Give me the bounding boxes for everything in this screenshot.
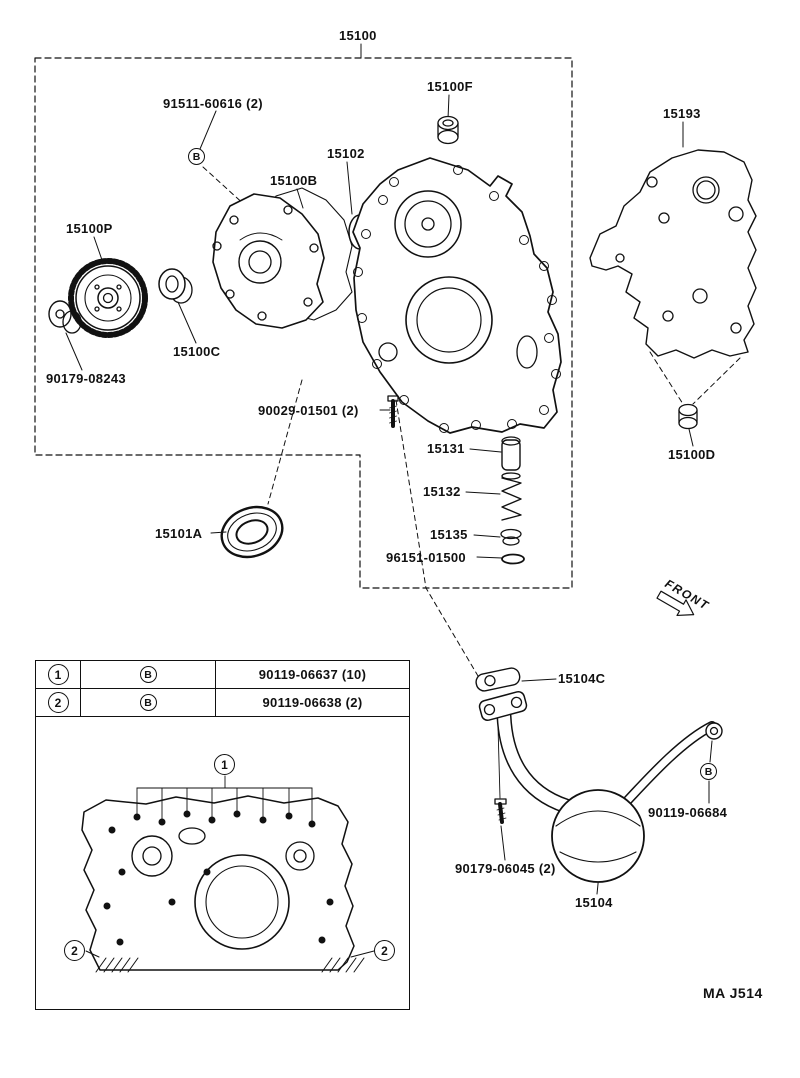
circled-2-symbol: 2 [47, 692, 69, 713]
bushing-15100c-art [158, 268, 193, 304]
callout-91511-60616: 91511-60616 (2) [163, 96, 263, 111]
circled-2-callout: 2 [64, 940, 85, 961]
callout-15104: 15104 [575, 895, 613, 910]
callout-15104c: 15104C [558, 671, 606, 686]
callout-96151-01500: 96151-01500 [386, 550, 466, 565]
callout-15100c: 15100C [173, 344, 221, 359]
page-code: MA J514 [703, 985, 763, 1001]
callout-15102: 15102 [327, 146, 365, 161]
oil-seal-15101a-art [220, 505, 284, 559]
fastener-part-number: 90119-06638 (2) [262, 695, 363, 710]
circled-b-symbol: B [139, 666, 157, 683]
front-arrow: FRONT [656, 576, 712, 617]
fastener-num-cell: 2 [36, 689, 81, 716]
callout-90179-06045: 90179-06045 (2) [455, 861, 556, 876]
callout-15100: 15100 [339, 28, 377, 43]
callout-15100b: 15100B [270, 173, 318, 188]
relief-valve-art [500, 436, 525, 565]
fastener-symbol-cell: B [81, 689, 216, 716]
plug-15100d-art [678, 403, 698, 430]
water-pump-art [212, 187, 353, 329]
callout-15100d: 15100D [668, 447, 716, 462]
fastener-table-row: 1 B 90119-06637 (10) [36, 661, 409, 689]
strainer-art [475, 667, 723, 883]
callout-15100f: 15100F [427, 79, 473, 94]
bolt-90029-art [387, 395, 399, 428]
fastener-table-row: 2 B 90119-06638 (2) [36, 689, 409, 717]
callout-15132: 15132 [423, 484, 461, 499]
front-cover-art [352, 157, 562, 434]
circled-b-symbol: B [700, 763, 717, 780]
fastener-table: 1 B 90119-06637 (10) 2 B 90119-06638 (2) [35, 660, 410, 1010]
callout-15135: 15135 [430, 527, 468, 542]
pulley-15100p-art [48, 258, 148, 338]
circled-1-callout: 1 [214, 754, 235, 775]
circled-b-symbol: B [188, 148, 205, 165]
gasket-15193-art [589, 149, 757, 359]
engine-block-art [81, 775, 375, 973]
callout-15101a: 15101A [155, 526, 203, 541]
callout-15193: 15193 [663, 106, 701, 121]
circled-1-symbol: 1 [47, 664, 69, 685]
callout-90179-08243: 90179-08243 [46, 371, 126, 386]
callout-90119-06684: 90119-06684 [648, 805, 728, 820]
leader-lines [65, 43, 713, 895]
fastener-symbol-cell: B [81, 661, 216, 688]
callout-15131: 15131 [427, 441, 465, 456]
circled-2-callout: 2 [374, 940, 395, 961]
callout-90029-01501: 90029-01501 (2) [258, 403, 359, 418]
fastener-num-cell: 1 [36, 661, 81, 688]
circled-b-symbol: B [139, 694, 157, 711]
callout-15100p: 15100P [66, 221, 113, 236]
bushing-15100f-art [437, 115, 459, 145]
fastener-part-number: 90119-06637 (10) [258, 667, 367, 682]
